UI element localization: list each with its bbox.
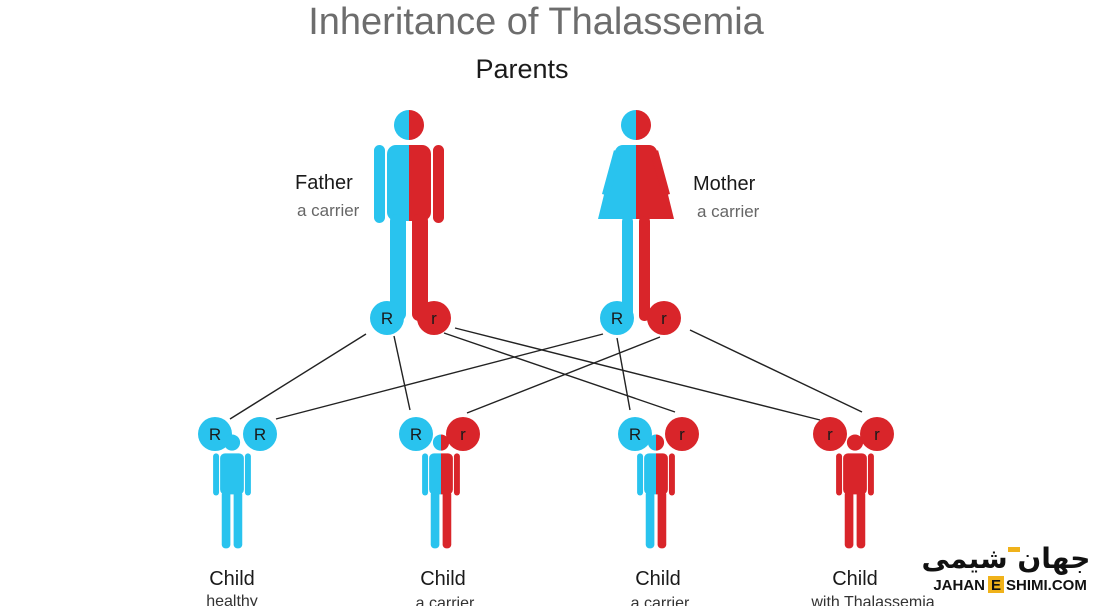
allele-circle (665, 417, 699, 451)
link-father-R-child2 (393, 335, 411, 411)
child1-alleles: R R (198, 417, 277, 451)
allele-circle (647, 301, 681, 335)
watermark-latin-mid: E (991, 577, 1001, 594)
allele-label: R (611, 309, 623, 328)
watermark-persian: جهان شیمی (922, 542, 1091, 575)
allele-label: r (827, 425, 833, 444)
child2-label: Child (420, 568, 466, 590)
allele-label: r (431, 309, 437, 328)
father-figure (374, 110, 444, 321)
child3-alleles: R r (618, 417, 699, 451)
allele-label: r (661, 309, 667, 328)
child1-label: Child (209, 568, 255, 590)
watermark-latin-left: JAHAN (933, 577, 985, 594)
child1-status: healthy (206, 593, 258, 606)
link-mother-r-child4 (689, 329, 863, 413)
allele-circle (618, 417, 652, 451)
allele-circle (417, 301, 451, 335)
logo-e-box (988, 576, 1004, 593)
child2-alleles: R r (399, 417, 480, 451)
watermark-logo: جهان شیمی JAHAN E SHIMI.COM (922, 542, 1091, 594)
allele-label: R (629, 425, 641, 444)
link-father-r-child4 (454, 327, 821, 421)
allele-circle (600, 301, 634, 335)
child3-status: a carrier (631, 595, 690, 606)
mother-status: a carrier (697, 202, 760, 221)
allele-label: r (460, 425, 466, 444)
link-mother-R-child3 (616, 337, 631, 411)
child1-figure (213, 434, 251, 549)
link-father-r-child3 (443, 332, 676, 413)
allele-label: r (679, 425, 685, 444)
allele-circle (370, 301, 404, 335)
mother-alleles: R r (600, 301, 681, 335)
allele-circle (860, 417, 894, 451)
link-mother-R-child1 (275, 333, 604, 420)
allele-circle (399, 417, 433, 451)
father-status: a carrier (297, 201, 360, 220)
child3-label: Child (635, 568, 681, 590)
link-mother-r-child2 (466, 336, 661, 414)
child4-label: Child (832, 568, 878, 590)
logo-accent (1008, 547, 1020, 552)
child4-figure (836, 434, 874, 549)
link-father-R-child1 (229, 333, 367, 420)
allele-label: R (209, 425, 221, 444)
child2-figure (422, 434, 460, 549)
parents-heading: Parents (475, 54, 568, 84)
allele-circle (446, 417, 480, 451)
mother-figure (598, 110, 674, 321)
father-label: Father (295, 172, 353, 194)
inheritance-lines (229, 327, 863, 421)
father-alleles: R r (370, 301, 451, 335)
allele-label: R (410, 425, 422, 444)
allele-circle (813, 417, 847, 451)
allele-circle (198, 417, 232, 451)
child3-figure (637, 434, 675, 549)
allele-label: R (254, 425, 266, 444)
allele-label: r (874, 425, 880, 444)
child4-status: with Thalassemia (810, 594, 934, 606)
mother-label: Mother (693, 173, 756, 195)
child2-status: a carrier (416, 595, 475, 606)
child4-alleles: r r (813, 417, 894, 451)
diagram-title: Inheritance of Thalassemia (308, 1, 764, 43)
allele-label: R (381, 309, 393, 328)
allele-circle (243, 417, 277, 451)
watermark-latin-right: SHIMI.COM (1006, 577, 1087, 594)
